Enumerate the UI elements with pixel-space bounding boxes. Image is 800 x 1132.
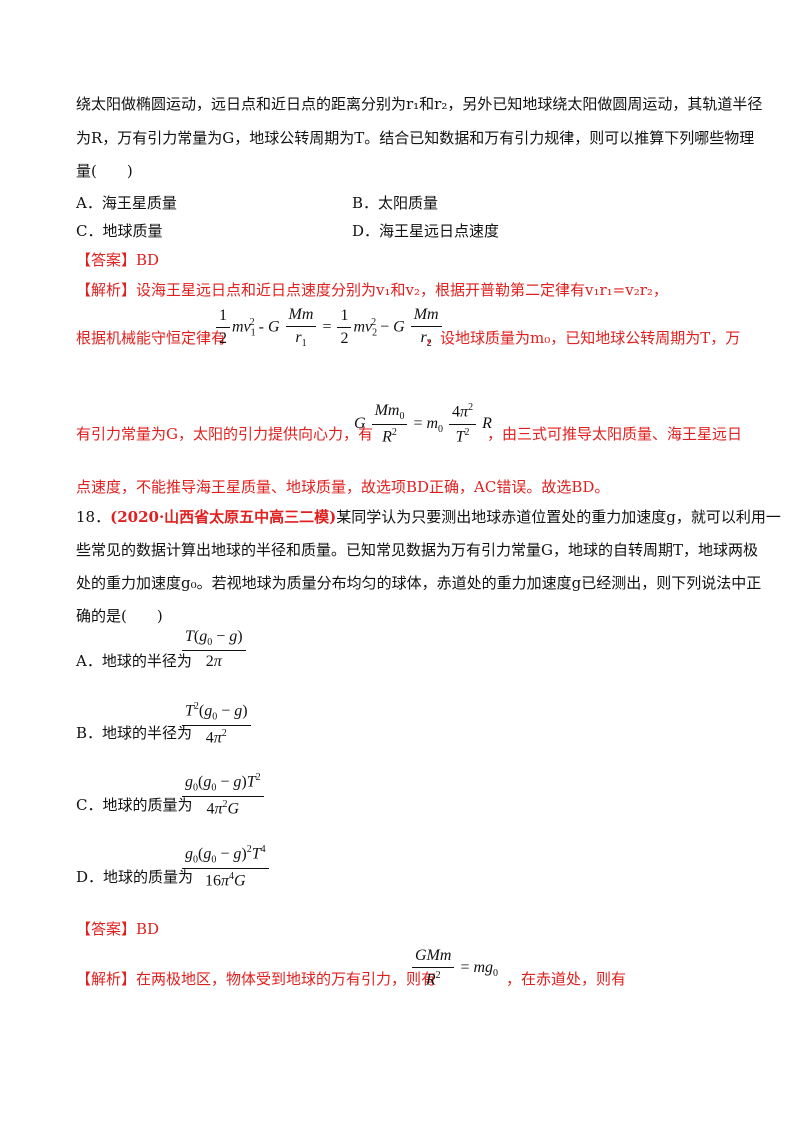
q18-line1-text: 某同学认为只要测出地球赤道位置处的重力加速度g，就可以利用一: [336, 508, 781, 526]
q17-analysis-line2-pre: 根据机械能守恒定律有: [76, 329, 227, 347]
q17-line2: 为R，万有引力常量为G，地球公转周期为T。结合已知数据和万有引力规律，则可以推算…: [76, 129, 755, 147]
q17-analysis-line2-post: ，设地球质量为m₀，已知地球公转周期为T，万: [425, 329, 741, 347]
q18-option-a-formula: T(g0 − g)2π: [180, 628, 248, 671]
q18-option-c: C．地球的质量为: [76, 796, 193, 814]
q17-answer: 【答案】BD: [76, 251, 160, 269]
q18-option-d: D．地球的质量为: [76, 868, 194, 886]
q17-line3: 量( ): [76, 162, 133, 180]
q17-option-a: A．海王星质量: [76, 194, 177, 212]
q18-source: (2020·山西省太原五中高三二模): [110, 508, 337, 526]
q17-analysis-line4: 点速度，不能推导海王星质量、地球质量，故选项BD正确，AC错误。故选BD。: [76, 478, 610, 496]
q18-line4: 确的是( ): [76, 607, 163, 625]
q18-analysis-post: ，在赤道处，则有: [506, 970, 627, 988]
q18-option-b: B．地球的半径为: [76, 724, 193, 742]
q18-line2: 些常见的数据计算出地球的半径和质量。已知常见数据为万有引力常量G，地球的自转周期…: [76, 541, 758, 559]
q17-analysis-line3-pre: 有引力常量为G，太阳的引力提供向心力，有: [76, 425, 373, 443]
q18-option-b-formula: T2(g0 − g)4π2: [180, 701, 253, 747]
q17-analysis-line3-post: ，由三式可推导太阳质量、海王星远日: [487, 425, 743, 443]
q18-option-a: A．地球的半径为: [76, 652, 192, 670]
q18-analysis-pre: 【解析】在两极地区，物体受到地球的万有引力，则有: [76, 970, 437, 988]
q18-line3: 处的重力加速度g₀。若视地球为质量分布均匀的球体，赤道处的重力加速度g已经测出，…: [76, 574, 762, 592]
q18-number: 18．: [76, 508, 111, 526]
q17-line1: 绕太阳做椭圆运动，远日点和近日点的距离分别为r₁和r₂，另外已知地球绕太阳做圆周…: [76, 95, 763, 113]
q17-option-b: B．太阳质量: [352, 194, 439, 212]
q17-option-c: C．地球质量: [76, 222, 163, 240]
q18-answer: 【答案】BD: [76, 920, 160, 938]
q17-option-d: D．海王星远日点速度: [352, 222, 500, 240]
q18-line1: 18．(2020·山西省太原五中高三二模)某同学认为只要测出地球赤道位置处的重力…: [76, 507, 781, 527]
q17-analysis-line1: 【解析】设海王星远日点和近日点速度分别为v₁和v₂，根据开普勒第二定律有v₁r₁…: [76, 281, 668, 299]
